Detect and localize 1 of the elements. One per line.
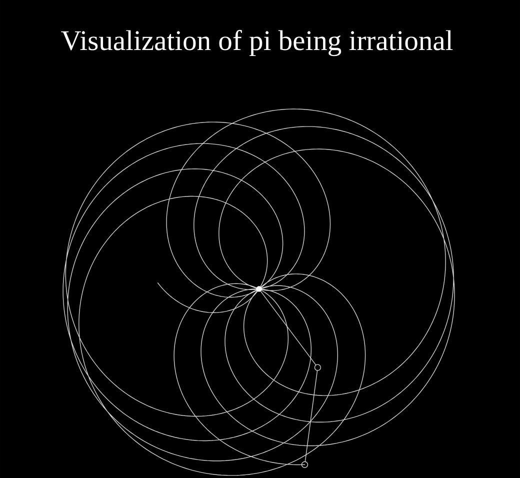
title: Visualization of pi being irrational [61, 30, 453, 56]
